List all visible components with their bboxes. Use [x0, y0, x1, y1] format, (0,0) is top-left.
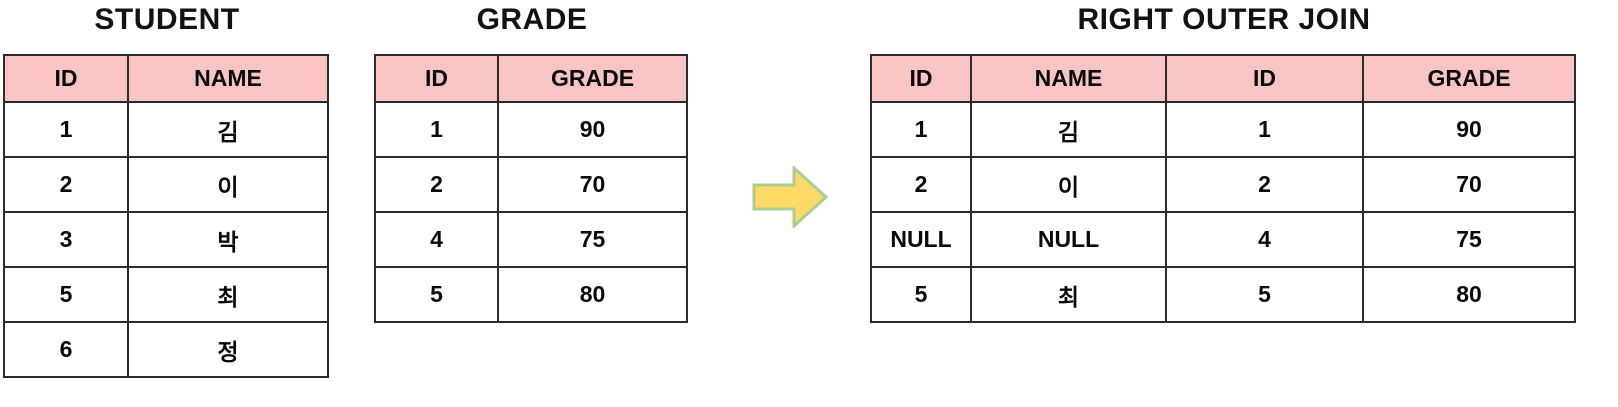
- cell-id: 6: [3, 321, 129, 378]
- cell-id-left: NULL: [870, 211, 972, 268]
- table-row: 1 김 1 90: [870, 101, 1576, 158]
- cell-id-right: 1: [1165, 101, 1364, 158]
- cell-grade: 80: [497, 266, 688, 323]
- cell-grade: 75: [1362, 211, 1576, 268]
- table-row: 2 70: [374, 156, 688, 213]
- table-row: 5 최: [3, 266, 329, 323]
- column-header-id: ID: [374, 54, 499, 103]
- cell-id: 3: [3, 211, 129, 268]
- cell-id-left: 5: [870, 266, 972, 323]
- cell-id: 1: [3, 101, 129, 158]
- cell-grade: 90: [497, 101, 688, 158]
- cell-id-left: 1: [870, 101, 972, 158]
- table-row: 3 박: [3, 211, 329, 268]
- column-header-grade: GRADE: [497, 54, 688, 103]
- table-header-row: ID GRADE: [374, 54, 688, 103]
- table-row: NULL NULL 4 75: [870, 211, 1576, 268]
- cell-id: 5: [374, 266, 499, 323]
- cell-id-right: 4: [1165, 211, 1364, 268]
- column-header-id: ID: [3, 54, 129, 103]
- grade-table-title: GRADE: [476, 3, 588, 36]
- column-header-grade: GRADE: [1362, 54, 1576, 103]
- cell-grade: 90: [1362, 101, 1576, 158]
- result-table-panel: RIGHT OUTER JOIN ID NAME ID GRADE 1 김 1 …: [870, 0, 1578, 323]
- student-table: ID NAME 1 김 2 이 3 박 5 최 6 정: [3, 54, 329, 378]
- table-row: 6 정: [3, 321, 329, 378]
- cell-name: 김: [127, 101, 329, 158]
- table-row: 1 90: [374, 101, 688, 158]
- cell-id: 2: [374, 156, 499, 213]
- cell-name: 정: [127, 321, 329, 378]
- grade-table-panel: GRADE ID GRADE 1 90 2 70 4 75 5 80: [374, 0, 690, 323]
- table-header-row: ID NAME: [3, 54, 329, 103]
- cell-name: NULL: [970, 211, 1167, 268]
- student-table-panel: STUDENT ID NAME 1 김 2 이 3 박 5 최: [3, 0, 331, 378]
- column-header-id-right: ID: [1165, 54, 1364, 103]
- cell-name: 이: [970, 156, 1167, 213]
- table-header-row: ID NAME ID GRADE: [870, 54, 1576, 103]
- result-table: ID NAME ID GRADE 1 김 1 90 2 이 2 70 NULL …: [870, 54, 1576, 323]
- table-row: 5 80: [374, 266, 688, 323]
- cell-id: 5: [3, 266, 129, 323]
- cell-name: 최: [127, 266, 329, 323]
- cell-name: 김: [970, 101, 1167, 158]
- table-row: 5 최 5 80: [870, 266, 1576, 323]
- column-header-name: NAME: [970, 54, 1167, 103]
- table-row: 1 김: [3, 101, 329, 158]
- cell-name: 최: [970, 266, 1167, 323]
- cell-id: 2: [3, 156, 129, 213]
- column-header-id-left: ID: [870, 54, 972, 103]
- cell-grade: 70: [497, 156, 688, 213]
- cell-id-right: 2: [1165, 156, 1364, 213]
- cell-id-right: 5: [1165, 266, 1364, 323]
- table-row: 4 75: [374, 211, 688, 268]
- cell-grade: 80: [1362, 266, 1576, 323]
- grade-table: ID GRADE 1 90 2 70 4 75 5 80: [374, 54, 688, 323]
- column-header-name: NAME: [127, 54, 329, 103]
- cell-grade: 75: [497, 211, 688, 268]
- cell-id-left: 2: [870, 156, 972, 213]
- cell-name: 이: [127, 156, 329, 213]
- result-table-title: RIGHT OUTER JOIN: [1077, 3, 1371, 36]
- cell-id: 4: [374, 211, 499, 268]
- table-row: 2 이 2 70: [870, 156, 1576, 213]
- cell-name: 박: [127, 211, 329, 268]
- student-table-title: STUDENT: [94, 3, 240, 36]
- table-row: 2 이: [3, 156, 329, 213]
- cell-id: 1: [374, 101, 499, 158]
- right-arrow-icon: [750, 166, 830, 228]
- cell-grade: 70: [1362, 156, 1576, 213]
